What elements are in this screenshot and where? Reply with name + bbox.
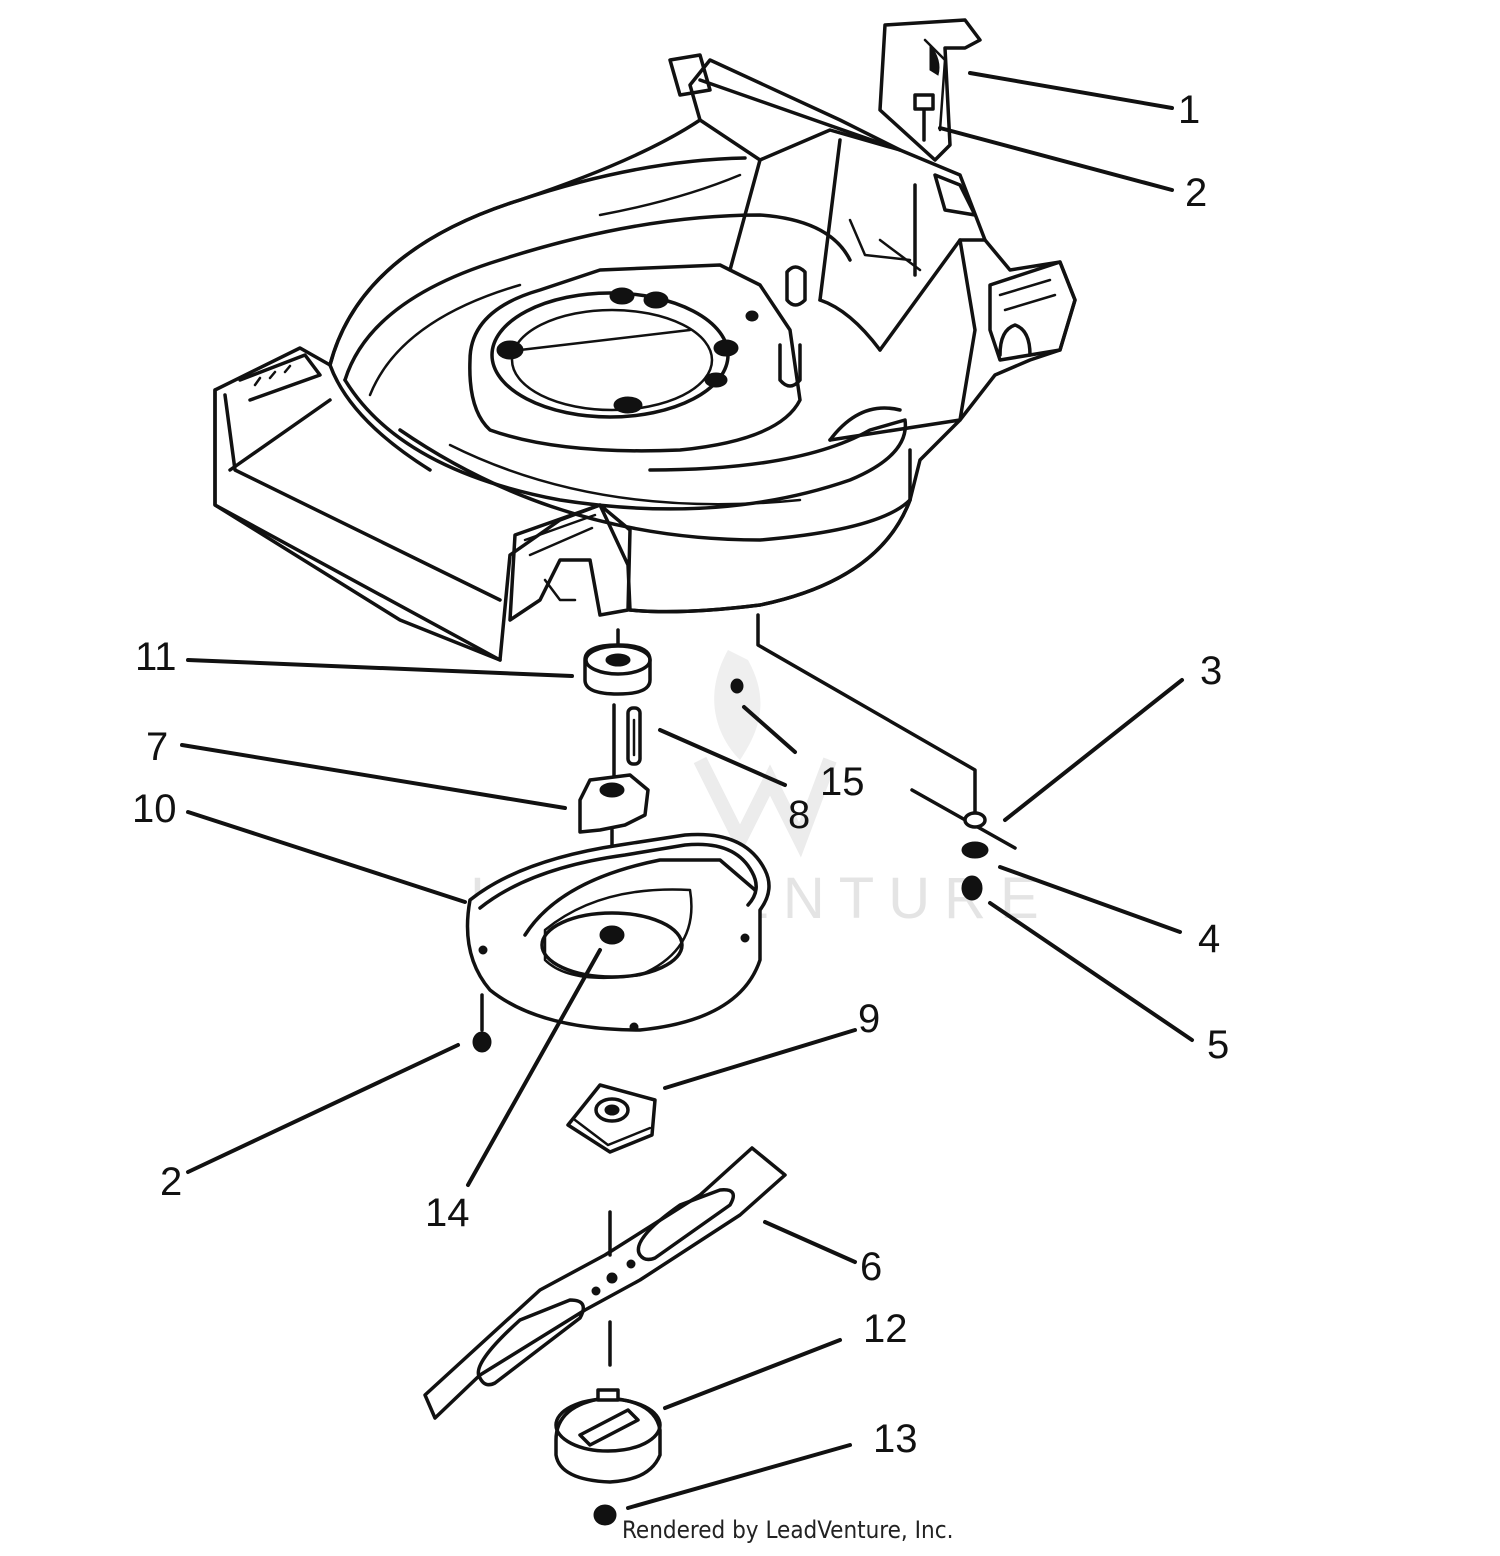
render-credit: Rendered by LeadVenture, Inc.: [622, 1516, 954, 1544]
callout-15: 15: [820, 760, 865, 804]
callout-2-top: 2: [1185, 171, 1207, 215]
part-6-blade: [423, 1146, 787, 1420]
part-12-blade-cup: [554, 1388, 662, 1484]
callout-12: 12: [863, 1307, 908, 1351]
callout-2-bottom: 2: [160, 1160, 182, 1204]
part-11-bearing: [583, 628, 652, 782]
callout-5: 5: [1207, 1023, 1229, 1067]
part-15-nut: [730, 678, 744, 694]
callout-3: 3: [1200, 649, 1222, 693]
mower-deck-housing: [213, 53, 1077, 662]
leader-lines: [180, 71, 1194, 1510]
callout-11: 11: [135, 635, 177, 679]
part-1-bracket: [878, 18, 982, 162]
callout-8: 8: [788, 793, 810, 837]
callout-6: 6: [860, 1245, 882, 1289]
callout-4: 4: [1198, 917, 1220, 961]
callout-9: 9: [858, 997, 880, 1041]
callout-10: 10: [132, 787, 177, 831]
part-2-bolt-top: [913, 93, 935, 142]
callout-14: 14: [425, 1191, 470, 1235]
callouts: 1 2 3 4 5 6 7 8 9 10 11 12 13 14 15 2: [132, 88, 1229, 1461]
callout-7: 7: [146, 725, 168, 769]
part-2-screw-bottom: [472, 993, 492, 1053]
height-adjuster-rod: [756, 613, 1017, 901]
part-10-baffle: [465, 832, 771, 1032]
part-8-pin: [626, 706, 642, 766]
part-9-blade-adapter: [566, 1083, 657, 1154]
part-13-blade-bolt: [593, 1504, 617, 1526]
callout-13: 13: [873, 1417, 918, 1461]
callout-1: 1: [1178, 88, 1200, 132]
